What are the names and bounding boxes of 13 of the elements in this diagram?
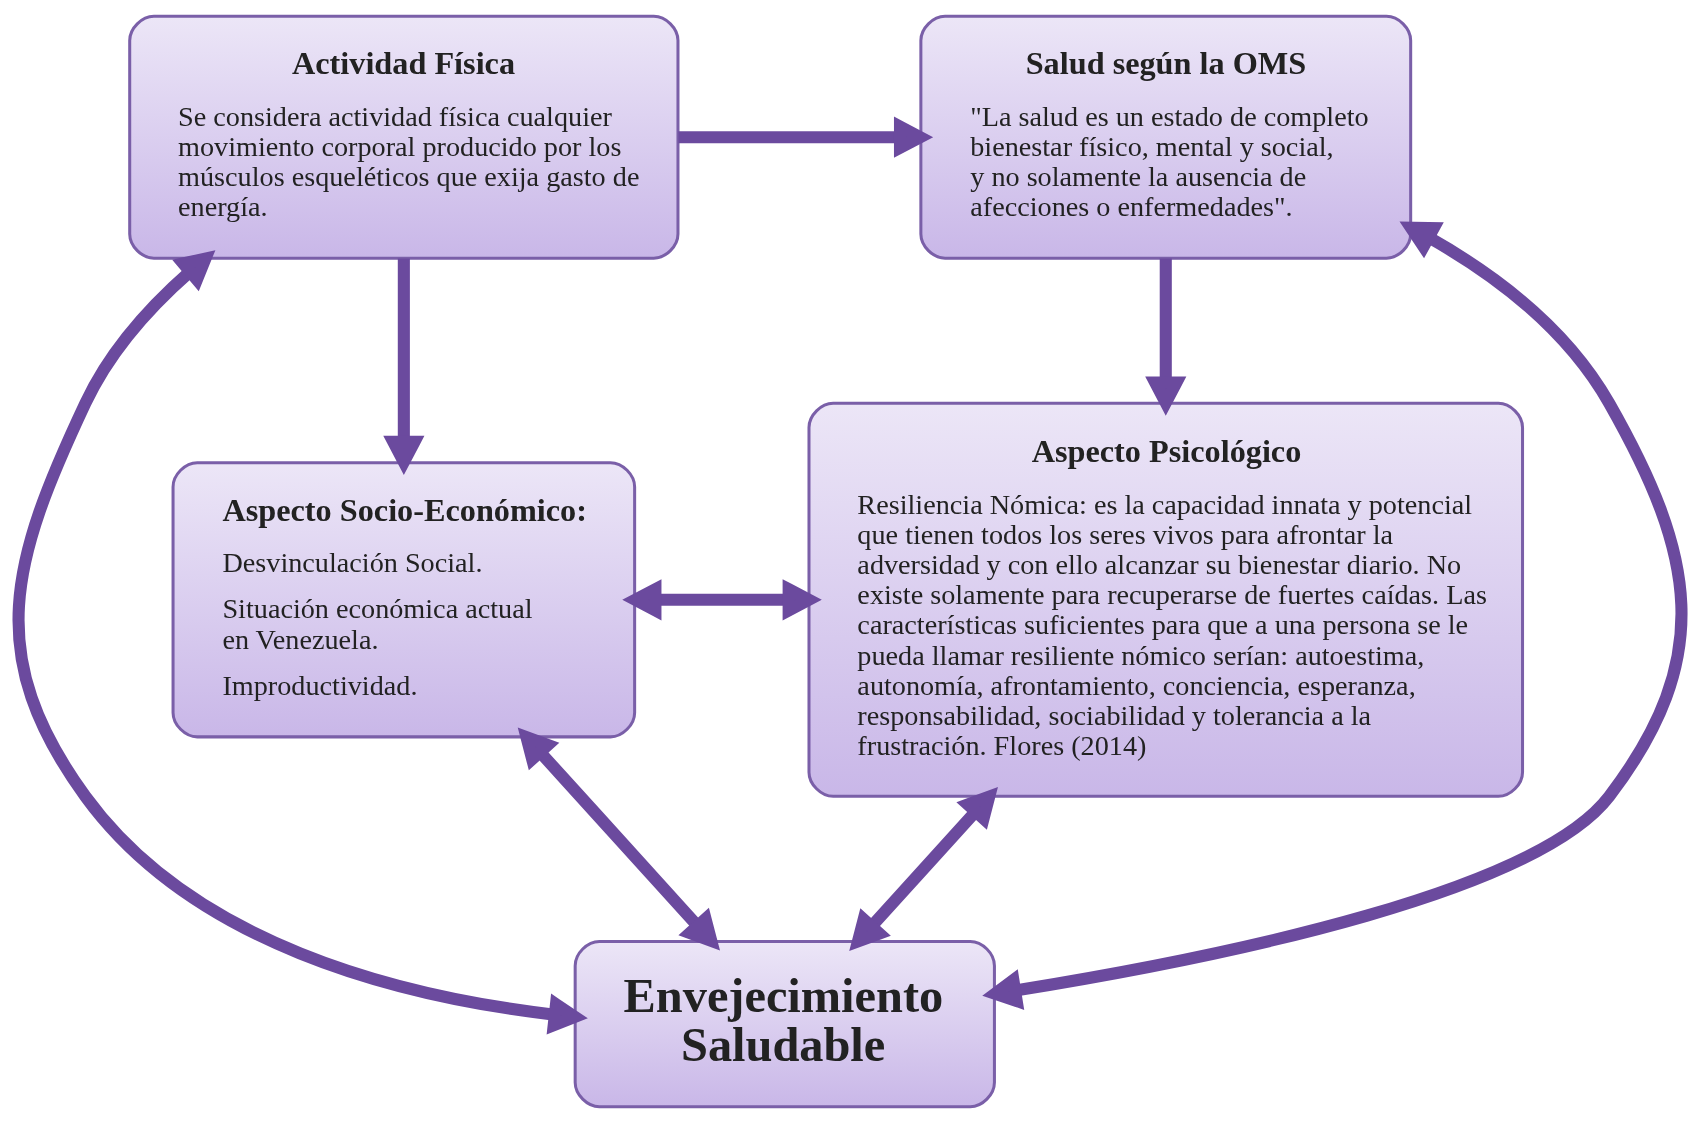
- node-box: Envejecimiento Saludable: [573, 939, 996, 1109]
- node-box: Actividad Física Se considera actividad física cualquier movimiento corporal producido por los músculos esqueléticos que exija gasto de energía.: [127, 14, 679, 260]
- arrow: [677, 116, 933, 158]
- arrow: [848, 786, 998, 951]
- arrow: [981, 221, 1687, 1010]
- arrow: [1144, 258, 1186, 416]
- node-box: Aspecto Socio-Económico: Desvinculación Social. Situación económica actual en Venezuela. Improductividad.: [171, 461, 636, 739]
- node-box: Aspecto Psicológico Resiliencia Nómica: es la capacidad innata y potencial que tienen todos los seres vivos para afrontar la adversidad y con ello alcanzar su bienestar diario. No existe solamente para recuperarse de fuertes caídas. Las características suficientes para que a una persona se le pueda llamar resiliente nómico serían: autoestima, autonomía, afrontamiento, conciencia, esperanza, responsabilidad, sociabilidad y tolerancia a la frustración. Flores (2014): [807, 401, 1524, 798]
- arrow: [382, 258, 424, 476]
- arrow: [12, 250, 588, 1035]
- arrow: [621, 579, 822, 621]
- node-box: Salud según la OMS "La salud es un estado de completo bienestar físico, mental y social, y no solamente la ausencia de afecciones o enfermedades".: [918, 14, 1412, 260]
- arrow: [517, 727, 720, 951]
